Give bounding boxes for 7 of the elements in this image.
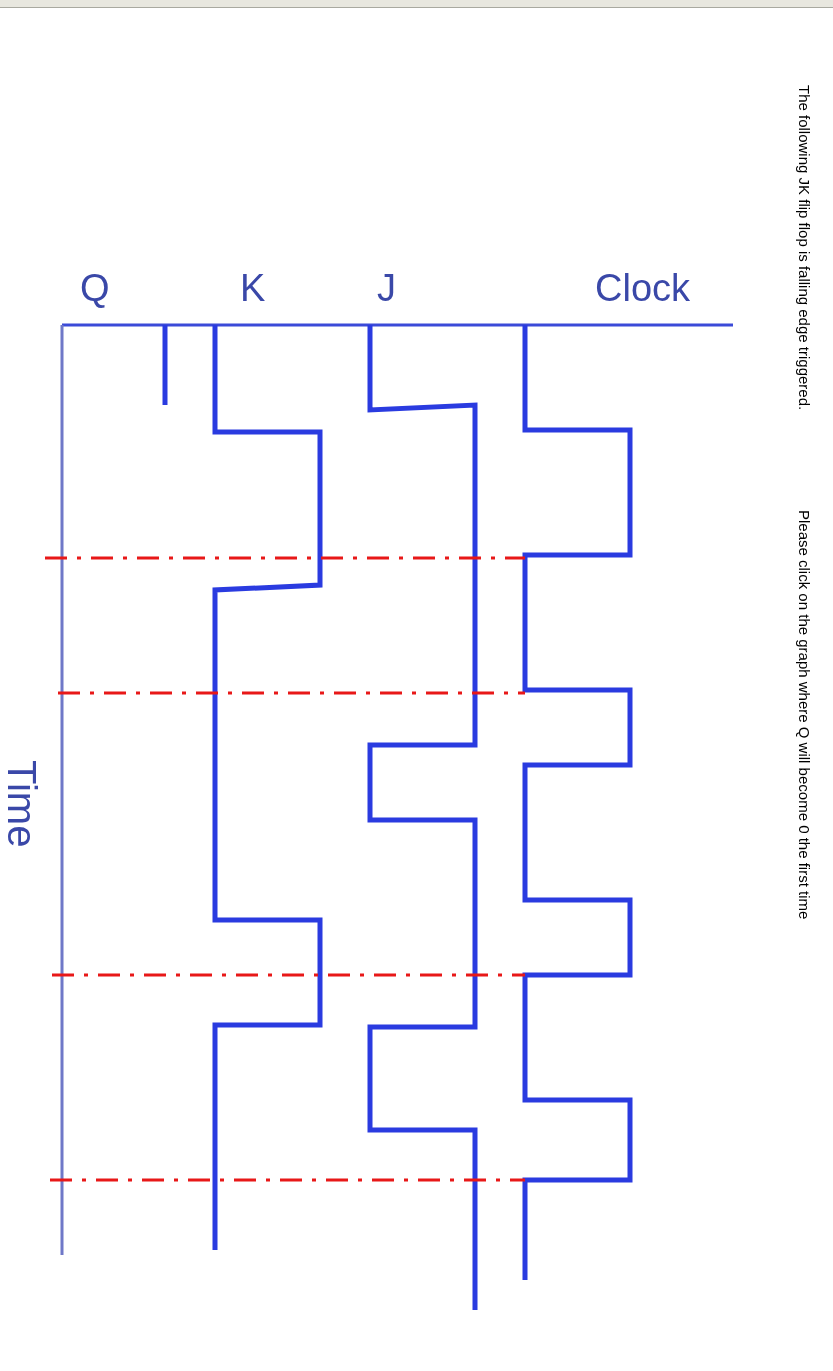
axis-label: Time (2, 760, 42, 848)
signal-label: Q (80, 269, 110, 307)
question-text: Please click on the graph where Q will become 0 the first time (797, 510, 812, 920)
signal-label: K (240, 269, 266, 307)
signal-label: J (377, 269, 396, 307)
question-text: The following JK flip flop is falling edge triggered. (797, 85, 812, 411)
signal-label: Clock (595, 269, 691, 307)
